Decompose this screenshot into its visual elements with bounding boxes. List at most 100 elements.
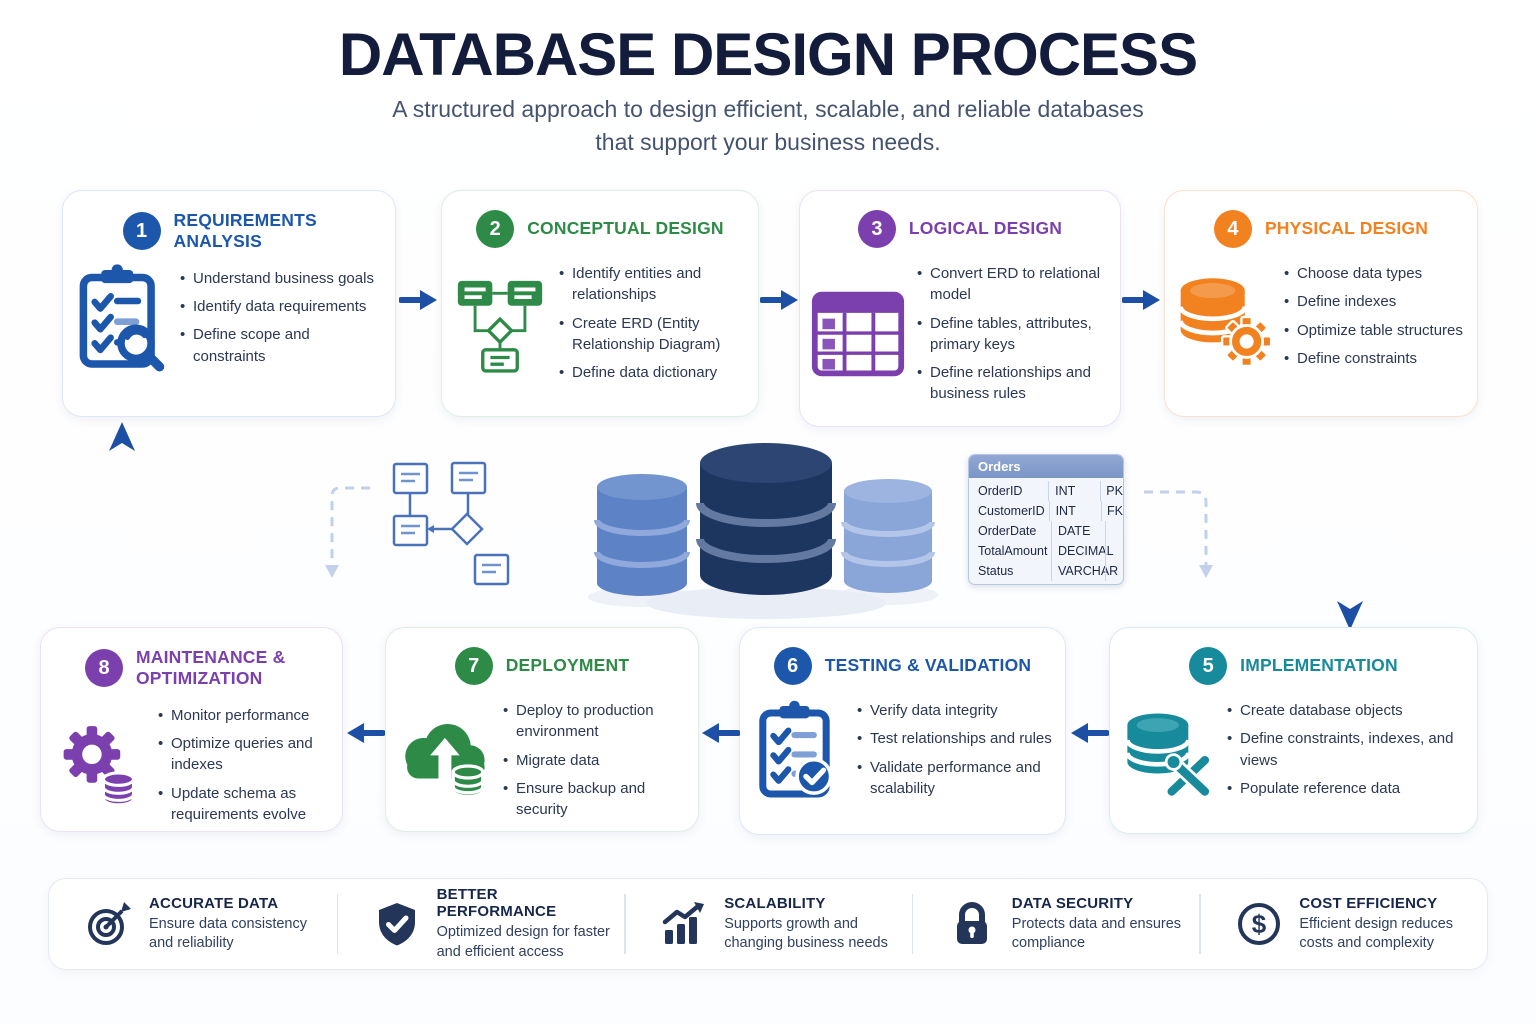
benefit-desc: Supports growth and changing business ne… [724,915,888,951]
table-row: OrderID INT PK [969,481,1123,501]
benefit-title: BETTER PERFORMANCE [436,886,557,921]
field-key [1105,521,1123,541]
benefit-desc: Efficient design reduces costs and compl… [1299,915,1454,951]
step-title: MAINTENANCE & OPTIMIZATION [136,647,286,689]
arrow-up-step8-step1 [109,422,135,630]
benefit-text: COST EFFICIENCY Efficient design reduces… [1299,895,1481,953]
step-bullet: Identify data requirements [179,296,383,318]
step-bullet: Define constraints [1283,348,1465,370]
step-bullet: Optimize queries and indexes [157,733,330,776]
step-header: 8 MAINTENANCE & OPTIMIZATION [41,647,342,690]
field-name: TotalAmount [978,544,1048,558]
table-row: CustomerID INT FK [969,501,1123,521]
step-bullet-list: Choose data types Define indexes Optimiz… [1277,256,1467,376]
field-type: INT [1048,501,1101,521]
field-key: PK [1100,481,1123,501]
erd-diagram-icon [452,273,548,373]
table-row: OrderDate DATE [969,521,1123,541]
orders-schema-table: Orders OrderID INT PK CustomerID INT FK … [968,454,1124,585]
arrow-right-step3-step4 [1122,290,1160,310]
step-bullet: Convert ERD to relational model [916,263,1108,306]
gear-database-icon [51,715,147,815]
benefit-scalability: SCALABILITY Supports growth and changing… [624,879,912,969]
step-header: 5 IMPLEMENTATION [1110,647,1477,685]
right-database-cylinder [841,479,935,593]
step-bullet-list: Identify entities and relationships Crea… [552,256,748,390]
step-header: 3 LOGICAL DESIGN [800,210,1120,248]
benefit-text: ACCURATE DATA Ensure data consistency an… [149,895,331,953]
field-type: DECIMAL [1051,541,1114,561]
step-number-badge: 2 [476,210,515,248]
page-title: DATABASE DESIGN PROCESS [338,21,1198,88]
clipboard-checklist-magnifier-icon [73,261,169,373]
dashed-connector-right [1144,490,1213,578]
benefit-text: SCALABILITY Supports growth and changing… [724,895,906,953]
step-header: 4 PHYSICAL DESIGN [1165,210,1477,248]
step-card-conceptual-design: 2 CONCEPTUAL DESIGN [441,190,759,417]
field-key [1105,561,1123,581]
step-title: DEPLOYMENT [505,655,630,676]
step-title: TESTING & VALIDATION [824,655,1032,676]
step-bullet: Define indexes [1283,291,1465,313]
step-bullet: Choose data types [1283,263,1465,285]
step-bullet: Define data dictionary [558,362,746,384]
step-bullet: Test relationships and rules [856,728,1053,750]
step-bullet: Optimize table structures [1283,320,1465,342]
dollar-icon: $ [1235,900,1283,948]
dashed-connector-left [330,486,370,566]
database-cylinders-illustration [588,443,938,619]
database-tools-icon [1120,701,1216,799]
step-title: IMPLEMENTATION [1240,655,1398,676]
benefit-accurate-data: ACCURATE DATA Ensure data consistency an… [49,879,337,969]
field-key [1105,541,1123,561]
field-name: Status [978,564,1014,578]
step-bullet: Validate performance and scalability [856,757,1053,800]
step-card-implementation: 5 IMPLEMENTATION [1109,627,1478,834]
step-bullet: Create ERD (Entity Relationship Diagram) [558,313,746,356]
step-title: CONCEPTUAL DESIGN [527,218,724,239]
step-bullet: Define constraints, indexes, and views [1226,728,1465,771]
step-bullet: Define relationships and business rules [916,362,1108,405]
target-icon [85,900,133,948]
step-number-badge: 8 [85,649,123,688]
benefit-title: ACCURATE DATA [149,894,279,912]
step-number-badge: 4 [1213,210,1252,248]
benefit-desc: Ensure data consistency and reliability [149,915,307,951]
erd-sketch-illustration [325,461,510,586]
step-bullet: Ensure backup and security [502,778,686,821]
benefit-cost-efficiency: $ COST EFFICIENCY Efficient design reduc… [1199,879,1487,969]
padlock-icon [948,900,996,948]
arrow-right-step1-step2 [399,290,437,310]
step-bullet: Identify entities and relationships [558,263,746,306]
step-bullet-list: Verify data integrity Test relationships… [850,693,1055,806]
database-gear-icon [1175,265,1273,368]
table-row: Status VARCHAR [969,561,1123,581]
cloud-upload-database-icon [396,712,492,808]
field-type: INT [1048,481,1100,501]
step-bullet-list: Create database objects Define constrain… [1220,693,1467,806]
orders-table-title: Orders [969,455,1123,478]
step-bullet: Create database objects [1226,700,1465,722]
step-bullet-list: Convert ERD to relational model Define t… [910,256,1110,412]
arrow-right-step2-step3 [760,290,798,310]
step-card-maintenance-optimization: 8 MAINTENANCE & OPTIMIZATION [40,627,343,832]
field-name: OrderDate [978,524,1037,538]
step-number-badge: 7 [454,647,493,685]
table-grid-icon [810,289,906,379]
step-bullet-list: Understand business goals Identify data … [173,261,385,374]
arrow-left-step5-step6 [1071,723,1109,743]
page-subtitle: A structured approach to design efficien… [392,96,1144,155]
step-bullet-list: Monitor performance Optimize queries and… [151,698,332,832]
step-card-testing-validation: 6 TESTING & VALIDATION Veri [739,627,1066,835]
benefit-title: COST EFFICIENCY [1299,894,1438,912]
field-key: FK [1101,501,1123,521]
benefits-bar: ACCURATE DATA Ensure data consistency an… [48,878,1488,970]
step-header: 7 DEPLOYMENT [386,647,698,685]
step-number-badge: 6 [773,647,812,685]
step-title: PHYSICAL DESIGN [1264,218,1429,239]
svg-text:$: $ [1252,909,1267,939]
field-type: VARCHAR [1051,561,1118,581]
benefit-desc: Optimized design for faster and efficien… [436,924,610,960]
clipboard-check-icon [750,698,846,802]
step-bullet: Define tables, attributes, primary keys [916,313,1108,356]
